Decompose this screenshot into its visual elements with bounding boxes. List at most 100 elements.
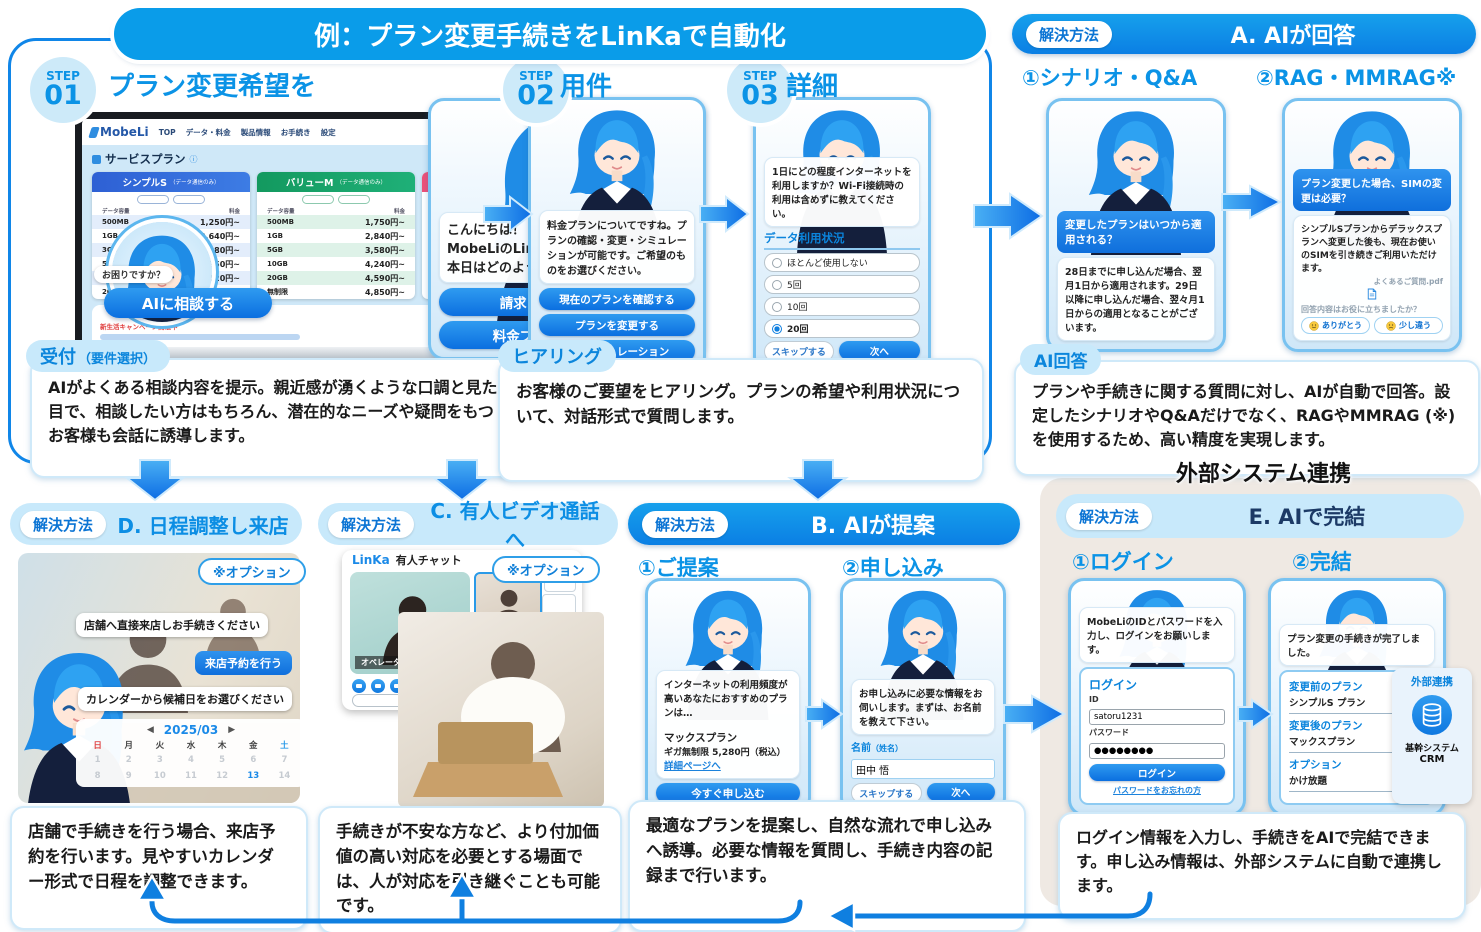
name-input[interactable] xyxy=(851,759,995,779)
password-input[interactable] xyxy=(1089,743,1225,759)
after-plan-label: 変更後のプラン xyxy=(1289,720,1363,732)
id-input[interactable] xyxy=(1089,709,1225,725)
user-question-bubble: プラン変更した場合、SIMの変更は必要？ xyxy=(1293,169,1451,211)
service-plan-heading: サービスプラン ⓘ xyxy=(92,151,647,167)
next-button[interactable]: 次へ xyxy=(838,341,920,360)
usage-option-5[interactable]: 5回 xyxy=(764,275,920,294)
site-nav-top[interactable]: TOP xyxy=(158,127,176,137)
database-icon xyxy=(1412,695,1452,735)
ai-usage-question: 1日にどの程度インターネットを利用しますか？Wi-Fi接続時の利用は含めずに教え… xyxy=(764,157,920,227)
user-question-bubble: 変更したプランはいつから適用される？ xyxy=(1057,211,1215,253)
calendar-prev-icon[interactable]: ◀ xyxy=(146,725,154,735)
step2-number: 02 xyxy=(517,79,555,111)
hearing-note: お客様のご要望をヒアリング。プランの希望や利用状況について、対話形式で質問します… xyxy=(498,358,984,482)
calendar-selected-day: 13 xyxy=(247,771,260,781)
customer-laptop-photo xyxy=(398,612,604,807)
apply-info-message: お申し込みに必要な情報をお伺いします。まずは、お名前を教えて下さい。 xyxy=(851,679,995,735)
smile-icon xyxy=(1309,321,1319,331)
calendar-day-headers: 日月火水木金土 xyxy=(93,741,289,751)
after-plan-value: マックスプラン xyxy=(1289,733,1425,753)
id-label: ID xyxy=(1089,695,1099,704)
reservation-bubble[interactable]: 来店予約を行う xyxy=(195,651,292,675)
logo-mark-icon xyxy=(88,126,100,138)
solution-badge: 解決方法 xyxy=(20,510,107,538)
feedback-question: 回答内容はお役に立ちましたか？ xyxy=(1301,305,1421,314)
radio-icon[interactable] xyxy=(772,257,782,268)
proposal-phone: インターネットの利用頻度が高いあなたにおすすめのプランは… マックスプラン ギガ… xyxy=(645,578,811,814)
option-value: かけ放題 xyxy=(1289,772,1425,792)
notice-row-link[interactable] xyxy=(100,334,300,340)
site-nav-settings[interactable]: 設定 xyxy=(320,127,336,137)
option-badge: ※オプション xyxy=(492,556,600,583)
step1-heading: プラン変更希望を xyxy=(108,72,317,102)
avatar-mini-bubble: お困りですか？ xyxy=(94,266,174,283)
camera-button[interactable] xyxy=(352,678,366,693)
pdf-source-label[interactable]: よくあるご質問.pdf xyxy=(1373,277,1443,286)
solution-c-header: 解決方法 C. 有人ビデオ通話へ xyxy=(318,499,618,552)
site-nav-data[interactable]: データ・料金 xyxy=(185,127,231,137)
reception-label: 受付（要件選択） xyxy=(26,340,171,372)
solution-badge: 解決方法 xyxy=(1026,20,1113,48)
calendar-month: 2025/03 xyxy=(163,723,219,737)
step3-heading: 詳細 xyxy=(786,72,839,102)
external-link-title: 外部連携 xyxy=(1411,676,1453,688)
login-form-title: ログイン xyxy=(1089,678,1138,692)
login-request-message: MobeLiのIDとパスワードを入力し、ログインをお願いします。 xyxy=(1079,607,1235,663)
change-plan-button[interactable]: プランを変更する xyxy=(539,314,695,336)
ai-topic-message: 料金プランについてですね。プランの確認・変更・シミュレーションが可能です。ご希望… xyxy=(539,210,695,284)
option-badge: ※オプション xyxy=(198,558,306,585)
reception-note: AIがよくある相談内容を提示。親近感が湧くような口調と見た目で、相談したい方はも… xyxy=(30,358,518,478)
frown-icon xyxy=(1386,321,1396,331)
usage-option-10[interactable]: 10回 xyxy=(764,297,920,316)
usage-option-20-selected[interactable]: 20回 xyxy=(764,319,920,338)
plan-tag-pill xyxy=(173,195,205,204)
next-button[interactable]: 次へ xyxy=(926,783,995,801)
radio-icon[interactable] xyxy=(772,301,782,312)
ai-answer-note-label: AI回答 xyxy=(1020,344,1102,375)
solution-b-title: B. AIが提案 xyxy=(811,514,935,539)
plan-name: マックスプラン xyxy=(664,732,738,744)
radio-selected-icon[interactable] xyxy=(772,323,782,334)
detail-page-link[interactable]: 詳細ページへ xyxy=(664,761,721,772)
apply-subheading: ②申し込み xyxy=(842,556,944,580)
apply-phone: お申し込みに必要な情報をお伺いします。まずは、お名前を教えて下さい。 名前（姓名… xyxy=(840,578,1006,814)
feedback-bad-button[interactable]: 少し違う xyxy=(1374,317,1443,334)
forgot-password-link[interactable]: パスワードをお忘れの方 xyxy=(1113,786,1201,795)
usage-option-none[interactable]: ほとんど使用しない xyxy=(764,253,920,272)
plan-tag-pill xyxy=(137,195,169,204)
complete-message: プラン変更の手続きが完了しました。 xyxy=(1279,624,1435,666)
radio-icon[interactable] xyxy=(772,279,782,290)
apply-now-button[interactable]: 今すぐ申し込む xyxy=(656,783,800,803)
login-phone: MobeLiのIDとパスワードを入力し、ログインをお願いします。 ログイン ID… xyxy=(1068,578,1246,816)
check-plan-button[interactable]: 現在のプランを確認する xyxy=(539,288,695,310)
step2-badge: STEP 02 xyxy=(503,57,569,123)
login-button[interactable]: ログイン xyxy=(1089,764,1225,781)
before-plan-value: シンプルS プラン xyxy=(1289,694,1425,714)
site-nav-products[interactable]: 製品情報 xyxy=(240,127,271,137)
linka-brand: LinKa xyxy=(352,553,390,567)
proposal-subheading: ①ご提案 xyxy=(638,556,719,580)
consult-ai-button[interactable]: AIに相談する xyxy=(104,288,272,318)
calendar-instruction-bubble: カレンダーから候補日をお選びください xyxy=(78,687,292,711)
calendar-next-icon[interactable]: ▶ xyxy=(228,725,236,735)
feedback-good-button[interactable]: ありがとう xyxy=(1301,317,1370,334)
mobeli-logo: MobeLi xyxy=(88,125,149,139)
page-title: 例：プラン変更手続きをLinKaで自動化 xyxy=(114,8,986,60)
option-label: オプション xyxy=(1289,759,1342,771)
notice-row-campaign[interactable]: 新生活キャンペーン開催中 xyxy=(100,323,178,331)
site-nav-procedures[interactable]: お手続き xyxy=(280,127,311,137)
solution-badge: 解決方法 xyxy=(328,510,415,538)
crm-label: CRM xyxy=(1419,754,1445,765)
scenario-qa-phone: 変更したプランはいつから適用される？ 28日までに申し込んだ場合、翌月1日から適… xyxy=(1046,98,1226,352)
mic-button[interactable] xyxy=(371,678,385,693)
solution-d-header: 解決方法 D. 日程調整し来店 xyxy=(10,503,302,545)
solution-e-title: E. AIで完結 xyxy=(1248,505,1366,529)
